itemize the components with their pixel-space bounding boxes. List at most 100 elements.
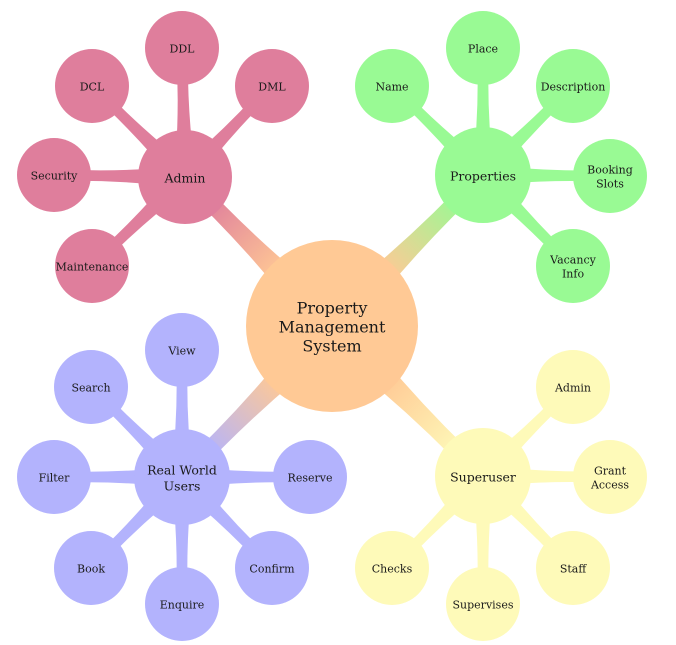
leaf-ddl-label: DDL [170, 43, 196, 56]
branch-real-world-users-circle [134, 429, 230, 525]
leaf-place-circle [446, 11, 520, 85]
leaf-maintenance-label-line: Maintenance [56, 261, 129, 274]
leaf-filter: Filter [17, 440, 91, 514]
leaf-supervises-label-line: Supervises [453, 599, 514, 612]
leaf-vacancy-info-circle [536, 229, 610, 303]
leaf-book-circle [54, 531, 128, 605]
leaf-grant-access-circle [573, 440, 647, 514]
branch-real-world-users-label-line: Real World [147, 462, 217, 477]
leaf-place-label-line: Place [468, 43, 498, 56]
leaf-confirm: Confirm [235, 531, 309, 605]
leaf-booking-slots-label-line: Slots [596, 178, 624, 191]
root-label-line: System [302, 336, 361, 355]
leaf-admin-leaf-label-line: Admin [554, 382, 591, 395]
leaf-dcl-label: DCL [80, 81, 105, 94]
leaf-enquire-label-line: Enquire [160, 599, 205, 612]
branch-superuser-circle [435, 428, 531, 524]
leaf-admin-leaf-circle [536, 350, 610, 424]
leaf-book: Book [54, 531, 128, 605]
leaf-maintenance-circle [55, 229, 129, 303]
leaf-ddl-label-line: DDL [170, 43, 196, 56]
leaf-confirm-circle [235, 531, 309, 605]
root-label-line: Property [297, 298, 368, 317]
leaf-place: Place [446, 11, 520, 85]
leaf-security-circle [17, 138, 91, 212]
leaf-maintenance: Maintenance [55, 229, 129, 303]
leaf-view-label-line: View [167, 345, 196, 358]
leaf-booking-slots-circle [573, 139, 647, 213]
leaf-view-circle [145, 313, 219, 387]
leaf-place-label: Place [468, 43, 498, 56]
leaf-security: Security [17, 138, 91, 212]
leaf-security-label-line: Security [31, 170, 78, 183]
leaf-grant-access-label-line: Access [590, 479, 629, 492]
leaf-staff-label-line: Staff [560, 563, 588, 576]
leaf-supervises-label: Supervises [453, 599, 514, 612]
leaf-book-label-line: Book [77, 563, 105, 576]
leaf-dcl-circle [55, 49, 129, 123]
leaf-name-label: Name [375, 81, 408, 94]
leaf-search-label-line: Search [71, 382, 110, 395]
leaf-search-circle [54, 350, 128, 424]
leaf-view-label: View [167, 345, 196, 358]
leaf-enquire-circle [145, 567, 219, 641]
branch-properties: Properties [435, 127, 531, 223]
leaf-ddl-circle [145, 11, 219, 85]
leaf-description-label-line: Description [541, 81, 606, 94]
leaf-confirm-label-line: Confirm [249, 563, 295, 576]
leaf-grant-access-label-line: Grant [594, 465, 627, 478]
branch-superuser-label: Superuser [450, 469, 516, 484]
leaf-dml-label: DML [258, 81, 286, 94]
leaf-dml-label-line: DML [258, 81, 286, 94]
branch-superuser: Superuser [435, 428, 531, 524]
branch-properties-label: Properties [450, 168, 516, 183]
leaf-checks: Checks [355, 531, 429, 605]
leaf-dcl-label-line: DCL [80, 81, 105, 94]
leaf-dml: DML [235, 49, 309, 123]
branch-admin-label: Admin [164, 170, 206, 185]
leaf-enquire: Enquire [145, 567, 219, 641]
leaf-maintenance-label: Maintenance [56, 261, 129, 274]
branch-admin: Admin [138, 130, 232, 224]
leaf-staff-circle [536, 531, 610, 605]
branch-superuser-label-line: Superuser [450, 469, 516, 484]
leaf-reserve-label: Reserve [288, 472, 333, 485]
leaf-search-label: Search [71, 382, 110, 395]
leaf-description: Description [536, 49, 610, 123]
leaf-admin-leaf: Admin [536, 350, 610, 424]
leaf-reserve-circle [273, 440, 347, 514]
leaf-description-label: Description [541, 81, 606, 94]
leaf-booking-slots-label-line: Booking [587, 164, 633, 177]
leaf-reserve: Reserve [273, 440, 347, 514]
leaf-dml-circle [235, 49, 309, 123]
leaf-name-circle [355, 49, 429, 123]
leaf-enquire-label: Enquire [160, 599, 205, 612]
leaf-description-circle [536, 49, 610, 123]
leaf-dcl: DCL [55, 49, 129, 123]
leaf-checks-circle [355, 531, 429, 605]
branch-properties-label-line: Properties [450, 168, 516, 183]
leaf-staff-label: Staff [560, 563, 588, 576]
leaf-checks-label-line: Checks [372, 563, 413, 576]
leaf-search: Search [54, 350, 128, 424]
leaf-checks-label: Checks [372, 563, 413, 576]
branch-properties-circle [435, 127, 531, 223]
leaf-reserve-label-line: Reserve [288, 472, 333, 485]
leaf-ddl: DDL [145, 11, 219, 85]
leaf-supervises-circle [446, 567, 520, 641]
leaf-supervises: Supervises [446, 567, 520, 641]
leaf-security-label: Security [31, 170, 78, 183]
leaf-view: View [145, 313, 219, 387]
leaf-vacancy-info-label-line: Vacancy [549, 254, 596, 267]
